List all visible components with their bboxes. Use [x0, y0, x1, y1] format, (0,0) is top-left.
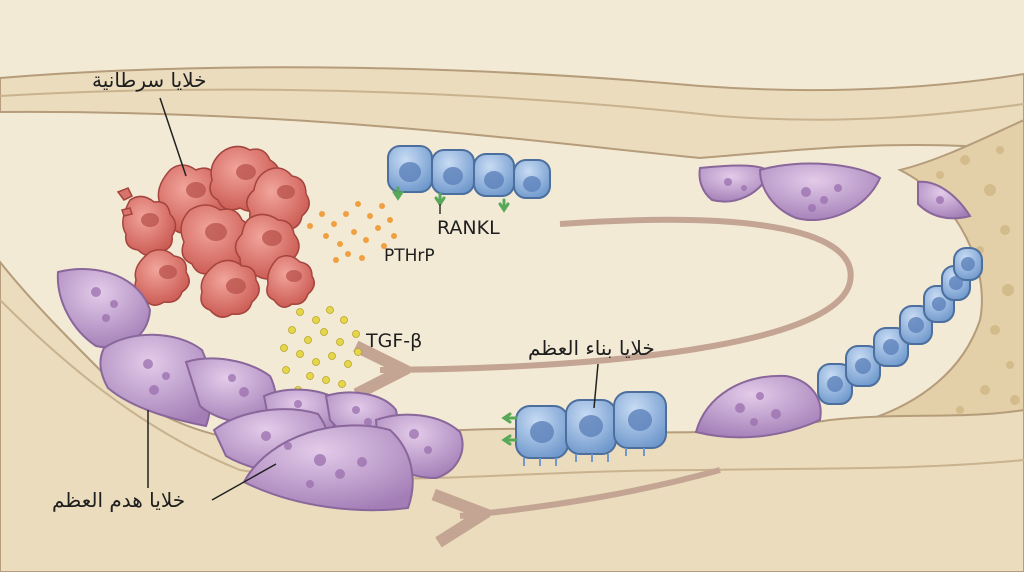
osteoblast-chain-nuclei [827, 257, 975, 392]
osteoblast-receptors [501, 412, 518, 446]
leader-lines [147, 97, 599, 501]
cycle-arrow-upper [380, 216, 854, 370]
osteoclast-left-nuclei [91, 287, 432, 488]
pthrp-signal-dots [307, 201, 397, 263]
osteoblast-feet [523, 448, 645, 466]
tgf-beta-label: TGF-β [366, 330, 423, 352]
osteoblasts-label: خلايا بناء العظم [528, 336, 655, 360]
upper-bone-line [0, 88, 1024, 121]
cancer-cell-nuclei [141, 164, 302, 294]
pthrp-label: PTHrP [384, 246, 435, 266]
cancer-cells-label: خلايا سرطانية [92, 68, 207, 92]
osteoblast-nuclei-bottom [530, 409, 652, 443]
osteoclast-right [694, 374, 822, 439]
trabecular-pores [936, 146, 1020, 414]
cycle-arrow-lower [460, 467, 721, 516]
osteoclasts-top [698, 162, 972, 222]
cancer-cell-cluster [116, 145, 315, 318]
lower-bone-line [0, 299, 1024, 480]
osteoclasts-left-cluster [56, 268, 464, 512]
osteoblast-nuclei-top [399, 162, 541, 192]
rankl-label: RANKL [437, 217, 500, 239]
tgf-beta-signal-dots [280, 306, 362, 394]
osteoclasts-label: خلايا هدم العظم [52, 488, 186, 512]
osteoclast-top-nuclei [724, 178, 944, 212]
rankl-receptors [392, 186, 510, 213]
